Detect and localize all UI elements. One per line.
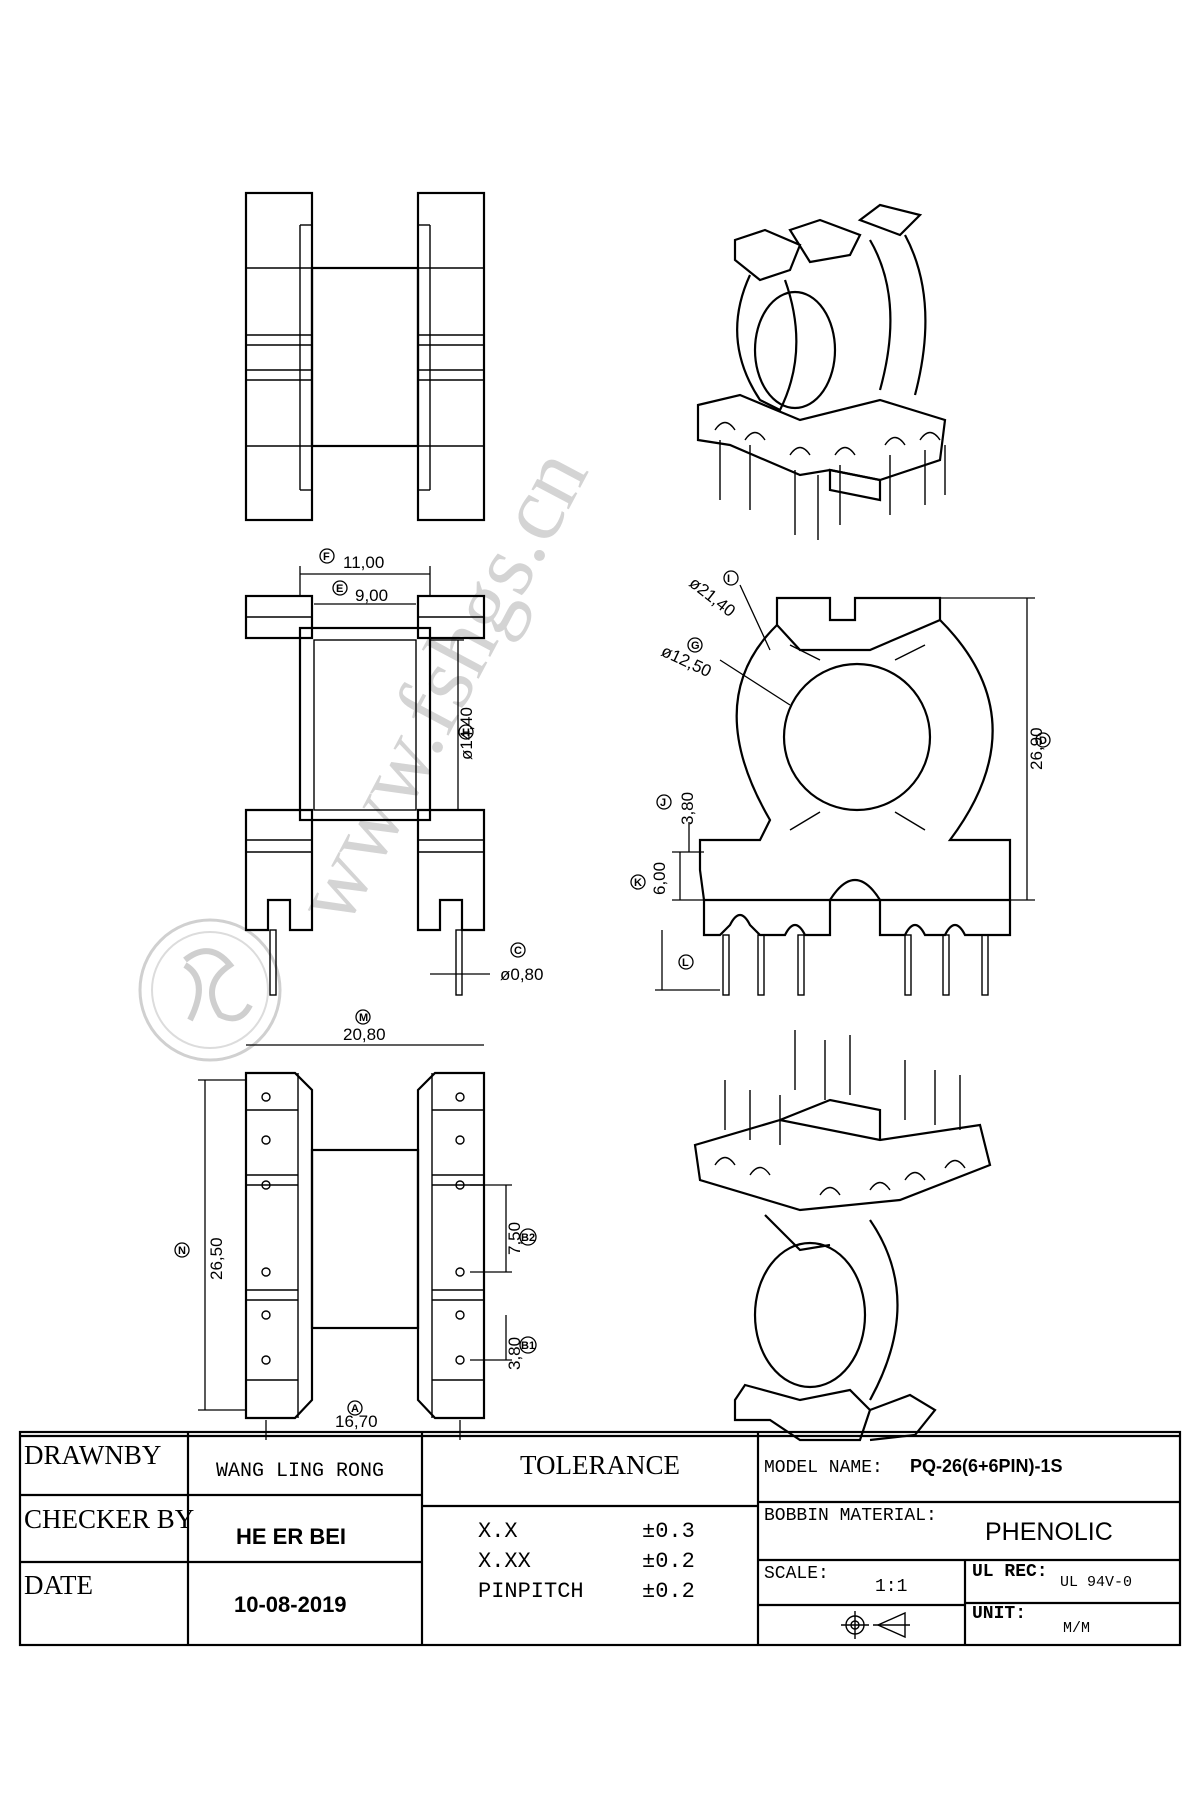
svg-text:F: F (323, 551, 330, 563)
svg-text:ø12,50: ø12,50 (658, 641, 714, 681)
dimension-B2: 7,50 B2 (470, 1184, 537, 1273)
svg-text:A: A (351, 1403, 359, 1415)
svg-text:26,90: 26,90 (1027, 727, 1046, 770)
svg-text:20,80: 20,80 (343, 1025, 386, 1044)
svg-text:B2: B2 (521, 1232, 535, 1244)
svg-text:6,00: 6,00 (650, 862, 669, 895)
scale-label: SCALE: (764, 1564, 829, 1584)
svg-text:3,80: 3,80 (678, 792, 697, 825)
date-value: 10-08-2019 (234, 1592, 347, 1617)
svg-text:ø14,40: ø14,40 (457, 707, 476, 760)
dimension-D: 26,90 D (940, 597, 1051, 901)
top-view (244, 191, 486, 522)
svg-text:D: D (1039, 735, 1047, 747)
date-label: DATE (24, 1570, 93, 1600)
svg-text:M: M (359, 1012, 368, 1024)
tolerance-label: TOLERANCE (520, 1450, 680, 1480)
tolerance-value-1: ±0.3 (642, 1519, 695, 1544)
svg-text:26,50: 26,50 (207, 1237, 226, 1280)
svg-text:G: G (691, 640, 700, 652)
bottom-view-pins (261, 1092, 465, 1365)
svg-text:3,80: 3,80 (505, 1337, 524, 1370)
drawn-by-label: DRAWNBY (24, 1440, 162, 1470)
ul-rec-label: UL REC: (972, 1562, 1048, 1582)
svg-text:K: K (634, 877, 642, 889)
tolerance-value-3: ±0.2 (642, 1579, 695, 1604)
title-block-grid (18, 1430, 1182, 1647)
checker-value: HE ER BEI (236, 1524, 347, 1549)
tolerance-key-2: X.XX (478, 1549, 531, 1574)
watermark-text: www.fshgs.cn (273, 432, 607, 939)
model-name-value: PQ-26(6+6PIN)-1S (910, 1456, 1063, 1476)
model-name-label: MODEL NAME: (764, 1458, 883, 1478)
title-block: DRAWNBY WANG LING RONG CHECKER BY HE ER … (20, 1432, 1180, 1645)
svg-text:L: L (682, 957, 689, 969)
tolerance-key-1: X.X (478, 1519, 518, 1544)
dimension-G: G ø12,50 (658, 637, 791, 706)
svg-text:E: E (336, 583, 343, 595)
isometric-view-top (696, 203, 947, 540)
dimension-K: 6,00 K (630, 851, 704, 901)
svg-text:C: C (514, 945, 522, 957)
checker-label: CHECKER BY (24, 1504, 195, 1534)
drawn-by-value: WANG LING RONG (216, 1460, 385, 1483)
side-view: I ø21,40 G ø12,50 26,90 D J 3,80 6,00 K (630, 570, 1051, 996)
svg-text:J: J (660, 797, 666, 809)
dimension-C: C ø0,80 (430, 942, 543, 984)
svg-text:16,70: 16,70 (335, 1412, 378, 1431)
svg-text:H: H (462, 727, 470, 739)
dimension-L: L (655, 930, 720, 991)
svg-text:B1: B1 (521, 1340, 535, 1352)
ul-rec-value: UL 94V-0 (1060, 1574, 1133, 1591)
scale-value: 1:1 (875, 1577, 908, 1597)
unit-label: UNIT: (972, 1604, 1027, 1624)
isometric-view-bottom (693, 1030, 992, 1442)
svg-text:ø21,40: ø21,40 (686, 573, 739, 621)
dimension-E: E 9,00 (314, 580, 416, 605)
dimension-N: 26,50 N (174, 1079, 246, 1411)
projection-symbol-icon (841, 1611, 910, 1639)
svg-text:11,00: 11,00 (343, 553, 384, 572)
bobbin-material-label: BOBBIN MATERIAL: (764, 1506, 937, 1526)
svg-text:7,50: 7,50 (505, 1222, 524, 1255)
dimension-J: J 3,80 (656, 792, 697, 852)
dimension-B1: 3,80 B1 (470, 1315, 537, 1370)
watermark-seal (138, 918, 282, 1062)
dimension-H: ø14,40 H (430, 639, 476, 811)
svg-text:9,00: 9,00 (355, 586, 388, 605)
svg-text:ø0,80: ø0,80 (500, 965, 543, 984)
front-view: F 11,00 E 9,00 ø14,40 H C ø0,80 (244, 548, 543, 996)
bottom-view: M 20,80 26,50 N 7,50 B2 3,80 B1 A 16,70 (174, 1009, 537, 1440)
dimension-F: F 11,00 (299, 548, 431, 596)
svg-text:I: I (727, 573, 730, 585)
dimension-M: M 20,80 (246, 1009, 484, 1046)
tolerance-value-2: ±0.2 (642, 1549, 695, 1574)
bobbin-material-value: PHENOLIC (985, 1518, 1113, 1546)
tolerance-key-3: PINPITCH (478, 1579, 584, 1604)
svg-text:N: N (178, 1245, 186, 1257)
unit-value: M/M (1063, 1620, 1091, 1637)
